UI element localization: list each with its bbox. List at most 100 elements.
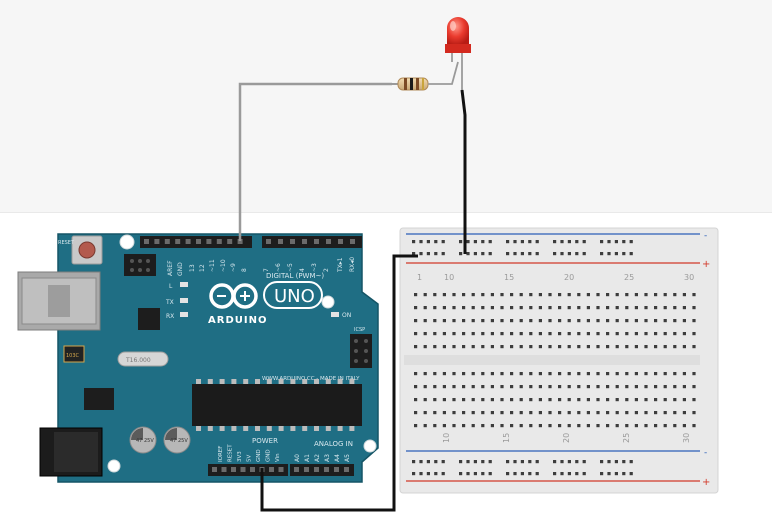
hole[interactable]	[615, 345, 619, 349]
hole[interactable]	[663, 319, 667, 323]
pin-hole[interactable]	[324, 467, 329, 472]
hole[interactable]	[663, 411, 667, 415]
hole[interactable]	[606, 319, 610, 323]
hole[interactable]	[490, 293, 494, 297]
hole[interactable]	[634, 345, 638, 349]
hole[interactable]	[692, 372, 696, 376]
hole[interactable]	[548, 398, 552, 402]
pin-hole[interactable]	[154, 239, 160, 244]
hole[interactable]	[471, 424, 475, 428]
hole[interactable]	[548, 293, 552, 297]
hole[interactable]	[663, 372, 667, 376]
hole[interactable]	[434, 472, 438, 476]
pin-hole[interactable]	[278, 467, 284, 472]
terminal-strip-top[interactable]	[414, 293, 696, 349]
hole[interactable]	[596, 293, 600, 297]
hole[interactable]	[577, 372, 581, 376]
hole[interactable]	[654, 411, 658, 415]
hole[interactable]	[682, 372, 686, 376]
hole[interactable]	[673, 424, 677, 428]
hole[interactable]	[481, 319, 485, 323]
usb-port[interactable]	[17, 271, 101, 331]
hole[interactable]	[433, 398, 437, 402]
hole[interactable]	[519, 424, 523, 428]
hole[interactable]	[575, 460, 579, 464]
pin-hole[interactable]	[240, 467, 246, 472]
hole[interactable]	[692, 345, 696, 349]
hole[interactable]	[644, 345, 648, 349]
hole[interactable]	[606, 411, 610, 415]
hole[interactable]	[433, 293, 437, 297]
hole[interactable]	[558, 332, 562, 336]
pin-hole[interactable]	[250, 467, 255, 472]
hole[interactable]	[500, 411, 504, 415]
hole[interactable]	[519, 332, 523, 336]
reset-button[interactable]	[71, 235, 103, 265]
hole[interactable]	[419, 472, 423, 476]
hole[interactable]	[644, 306, 648, 310]
led[interactable]	[445, 17, 471, 90]
hole[interactable]	[535, 472, 539, 476]
hole[interactable]	[567, 252, 571, 256]
hole[interactable]	[442, 385, 446, 389]
hole[interactable]	[442, 372, 446, 376]
hole[interactable]	[596, 424, 600, 428]
hole[interactable]	[471, 332, 475, 336]
hole[interactable]	[434, 252, 438, 256]
hole[interactable]	[462, 306, 466, 310]
pin-hole[interactable]	[344, 467, 349, 472]
hole[interactable]	[560, 252, 564, 256]
hole[interactable]	[426, 252, 430, 256]
hole[interactable]	[663, 398, 667, 402]
hole[interactable]	[452, 385, 456, 389]
hole[interactable]	[500, 345, 504, 349]
hole[interactable]	[586, 332, 590, 336]
hole[interactable]	[452, 372, 456, 376]
hole[interactable]	[528, 460, 532, 464]
hole[interactable]	[596, 385, 600, 389]
hole[interactable]	[607, 240, 611, 244]
hole[interactable]	[644, 424, 648, 428]
pin-hole[interactable]	[302, 239, 307, 244]
hole[interactable]	[535, 460, 539, 464]
hole[interactable]	[423, 385, 427, 389]
hole[interactable]	[548, 424, 552, 428]
hole[interactable]	[538, 398, 542, 402]
pin-hole[interactable]	[290, 239, 295, 244]
hole[interactable]	[452, 332, 456, 336]
hole[interactable]	[586, 372, 590, 376]
hole[interactable]	[577, 398, 581, 402]
hole[interactable]	[466, 252, 470, 256]
hole[interactable]	[577, 411, 581, 415]
hole[interactable]	[538, 306, 542, 310]
hole[interactable]	[614, 472, 618, 476]
hole[interactable]	[682, 385, 686, 389]
hole[interactable]	[615, 319, 619, 323]
hole[interactable]	[673, 398, 677, 402]
hole[interactable]	[490, 424, 494, 428]
hole[interactable]	[615, 293, 619, 297]
hole[interactable]	[654, 372, 658, 376]
hole[interactable]	[519, 372, 523, 376]
hole[interactable]	[466, 472, 470, 476]
hole[interactable]	[634, 319, 638, 323]
hole[interactable]	[582, 472, 586, 476]
hole[interactable]	[414, 424, 418, 428]
bottom-rail-holes[interactable]	[412, 460, 633, 476]
hole[interactable]	[673, 306, 677, 310]
hole[interactable]	[644, 319, 648, 323]
power-jack[interactable]	[39, 427, 103, 477]
hole[interactable]	[433, 319, 437, 323]
hole[interactable]	[466, 460, 470, 464]
hole[interactable]	[441, 472, 445, 476]
hole[interactable]	[634, 411, 638, 415]
hole[interactable]	[462, 332, 466, 336]
hole[interactable]	[663, 306, 667, 310]
hole[interactable]	[615, 372, 619, 376]
hole[interactable]	[553, 460, 557, 464]
digital-pin-holes[interactable]	[144, 239, 355, 244]
hole[interactable]	[575, 252, 579, 256]
hole[interactable]	[538, 319, 542, 323]
hole[interactable]	[582, 240, 586, 244]
hole[interactable]	[433, 306, 437, 310]
